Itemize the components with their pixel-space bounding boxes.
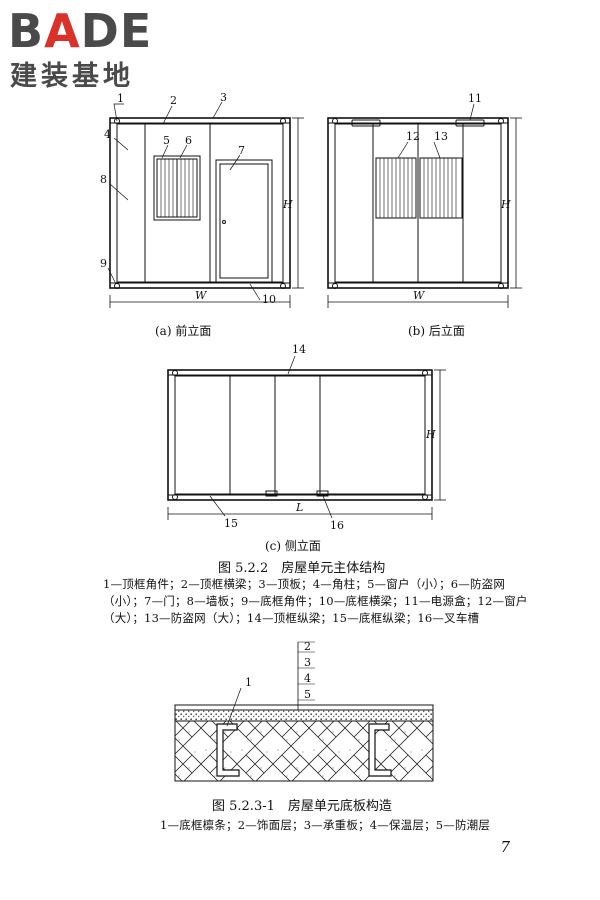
back-callout-11: 11 (468, 92, 482, 105)
figure-522-legend-line-1: 1—顶框角件；2—顶框横梁；3—顶板；4—角柱；5—窗户（小）；6—防盗网 (103, 577, 506, 591)
bade-logo: BADE 建装基地 (8, 6, 178, 96)
front-callout-5: 5 (163, 134, 170, 147)
front-callout-10: 10 (262, 293, 276, 306)
back-dim-w: W (413, 289, 426, 302)
front-callout-3: 3 (220, 91, 227, 104)
front-callout-2: 2 (170, 94, 177, 107)
floor-callout-1: 1 (245, 676, 252, 689)
page-number: 7 (500, 838, 510, 856)
front-dim-h: H (282, 198, 293, 211)
side-elevation-drawing: 14 15 16 L H (167, 343, 446, 532)
back-dim-h: H (500, 198, 511, 211)
front-elevation-caption: (a) 前立面 (155, 324, 212, 338)
floor-callout-3: 3 (304, 656, 311, 669)
back-callout-13: 13 (434, 130, 448, 143)
floor-callout-5: 5 (304, 688, 311, 701)
front-callout-6: 6 (185, 134, 192, 147)
floor-callout-4: 4 (304, 672, 311, 685)
front-callout-4: 4 (104, 128, 111, 141)
front-elevation-drawing: 1 2 3 4 5 6 7 8 9 10 W H (100, 91, 304, 308)
floor-callout-2: 2 (304, 640, 311, 653)
figure-5231-title: 图 5.2.3-1 房屋单元底板构造 (212, 799, 392, 814)
front-callout-8: 8 (100, 173, 107, 186)
figure-522-legend-line-3: （大）；13—防盗网（大）；14—顶框纵梁；15—底框纵梁；16—叉车槽 (103, 611, 480, 625)
back-elevation-drawing: 11 12 13 W H (327, 92, 522, 308)
side-dim-h: H (425, 428, 436, 441)
front-callout-1: 1 (117, 92, 124, 105)
logo-tagline: 建装基地 (10, 61, 134, 92)
front-callout-9: 9 (100, 257, 107, 270)
figure-5231-legend: 1—底框檩条；2—饰面层；3—承重板；4—保温层；5—防潮层 (160, 818, 491, 832)
front-callout-7: 7 (238, 144, 245, 157)
back-callout-12: 12 (406, 130, 420, 143)
side-callout-14: 14 (292, 343, 306, 356)
side-dim-l: L (295, 501, 303, 514)
side-callout-15: 15 (224, 517, 238, 530)
front-dim-w: W (195, 289, 208, 302)
side-elevation-caption: (c) 侧立面 (265, 539, 321, 553)
side-callout-16: 16 (330, 519, 344, 532)
figure-522-title: 图 5.2.2 房屋单元主体结构 (218, 561, 386, 576)
back-elevation-caption: (b) 后立面 (408, 324, 465, 338)
figure-522-legend-line-2: （小）；7—门；8—墙板；9—底框角件；10—底框横梁；11—电源盒；12—窗户 (103, 594, 528, 608)
logo-wordmark: BADE (8, 4, 153, 58)
floor-section-drawing: 1 2 3 4 5 (174, 640, 434, 782)
